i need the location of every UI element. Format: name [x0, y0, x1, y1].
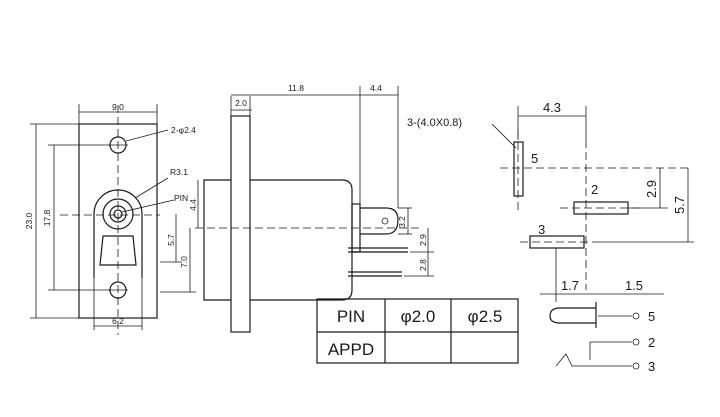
schematic-wire-3: [555, 353, 632, 367]
dim-width-bottom: 6.2: [112, 316, 124, 326]
dim-width-top: 9.0: [112, 102, 124, 112]
jack-pin-outer: [109, 205, 127, 223]
schematic-label-5: 5: [648, 309, 655, 324]
dim-terminal-width: 4.3: [543, 100, 561, 115]
radius-note: R3.1: [170, 167, 188, 177]
schematic: 5 2 3: [549, 302, 655, 374]
pin3-label: 3: [538, 222, 545, 237]
schematic-node-5: [632, 312, 640, 320]
dim-body-length: 11.8: [288, 83, 304, 93]
side-front-lip: [203, 179, 231, 301]
side-tip: [360, 207, 399, 235]
dim-3-2: 3.2: [397, 216, 407, 228]
dim-tip-length: 4.4: [370, 83, 382, 93]
dim-1-5: 1.5: [625, 278, 643, 293]
dim-pin-offset: 5.7: [166, 234, 176, 246]
jack-outer: [102, 198, 134, 230]
schematic-node-3: [632, 362, 640, 370]
schematic-node-2: [632, 338, 640, 346]
hole-note: 2-φ2.4: [171, 125, 196, 135]
table-header-2-0: φ2.0: [401, 307, 436, 326]
terminal-view: 3-(4.0X0.8) 4.3 5 2 3 2.9 5.7 1.7 1.5: [407, 100, 694, 302]
jack-housing: [93, 189, 143, 278]
schematic-pin: [549, 307, 596, 324]
pin5-slot: [513, 141, 524, 197]
pin5-label: 5: [531, 151, 538, 166]
side-body: [250, 179, 353, 301]
side-flange: [230, 115, 251, 333]
tip-hole: [381, 217, 389, 225]
dim-height-holes: 17.8: [42, 209, 52, 226]
dim-1-7: 1.7: [561, 278, 579, 293]
table-row-label: APPD: [328, 340, 374, 359]
leader: [125, 129, 169, 142]
terminal-hole-note: 3-(4.0X0.8): [407, 117, 462, 129]
front-view: 9.0 2-φ2.4 23.0 17.8 R3.1 PIN 5.7 7.0 6.…: [24, 102, 196, 335]
table-header-pin: PIN: [337, 307, 365, 326]
dim-2-9-side: 2.9: [418, 234, 428, 246]
pin-table: PIN φ2.0 φ2.5 APPD: [316, 298, 519, 364]
pin-note: PIN: [174, 193, 188, 203]
schematic-label-3: 3: [648, 359, 655, 374]
dim-flange: 2.0: [235, 98, 247, 108]
leader: [134, 177, 169, 199]
dim-bottom-height: 7.0: [179, 256, 189, 268]
dim-5-7-term: 5.7: [672, 196, 687, 214]
leader: [121, 199, 175, 213]
dim-4-4: 4.4: [188, 199, 198, 211]
leader: [491, 123, 517, 149]
pin2-label: 2: [591, 182, 598, 197]
schematic-label-2: 2: [648, 335, 655, 350]
side-view: 2.0 11.8 4.4 4.4 3.2 2.9 2.8: [188, 83, 434, 333]
table-border: [316, 298, 519, 364]
schematic-wire-2: [589, 341, 632, 360]
jack-pin: [113, 209, 123, 219]
dim-2-8-side: 2.8: [418, 259, 428, 271]
table-header-2-5: φ2.5: [468, 307, 503, 326]
dim-height-total: 23.0: [24, 212, 34, 229]
dim-2-9-term: 2.9: [644, 180, 659, 198]
